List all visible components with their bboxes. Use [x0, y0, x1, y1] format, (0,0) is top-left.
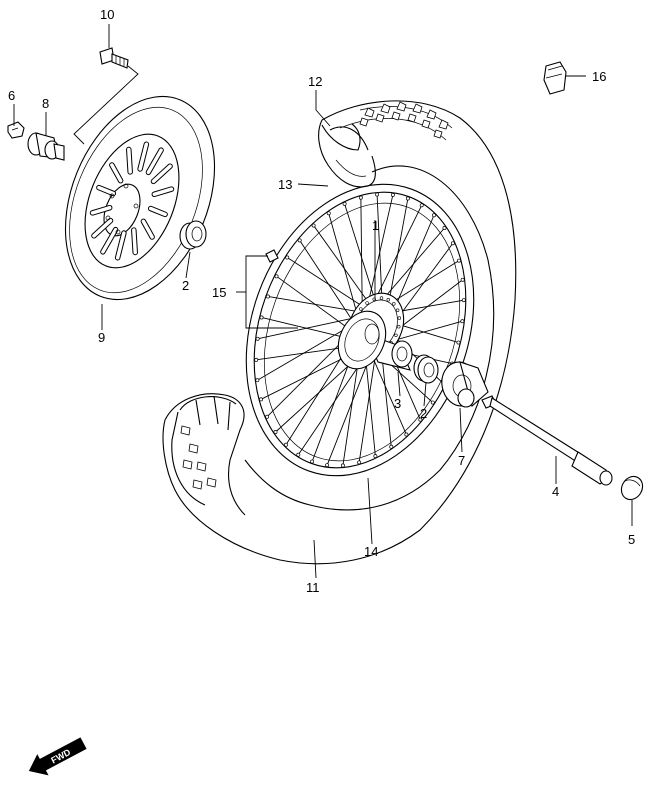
- label-part-7: 7: [458, 453, 465, 468]
- brake-disc: [64, 95, 216, 301]
- label-part-16: 16: [592, 69, 606, 84]
- label-part-6: 6: [8, 88, 15, 103]
- label-part-12: 12: [308, 74, 322, 89]
- label-part-9: 9: [98, 330, 105, 345]
- axle-cap: [620, 475, 644, 501]
- spoke-nipples: [254, 192, 466, 468]
- spacer-left: [179, 220, 207, 250]
- valve-cap: [543, 61, 567, 95]
- fwd-direction-badge: FWD: [28, 737, 87, 776]
- label-part-15: 15: [212, 285, 226, 300]
- tire-tread-top: [359, 101, 449, 139]
- wheel-hub: [337, 292, 413, 371]
- label-part-1: 1: [372, 218, 379, 233]
- arrow-fwd-icon: [28, 737, 87, 776]
- label-part-8: 8: [42, 96, 49, 111]
- tire-tread-bottom: [180, 425, 217, 490]
- label-part-4: 4: [552, 484, 559, 499]
- leader-lines: [13, 24, 633, 579]
- label-part-2-right: 2: [420, 406, 427, 421]
- label-part-2-left: 2: [182, 278, 189, 293]
- collar-7: [441, 361, 489, 408]
- label-part-14: 14: [364, 544, 378, 559]
- label-part-11: 11: [306, 580, 320, 595]
- brake-disc-slots: [89, 141, 175, 261]
- collar-8: [27, 132, 65, 161]
- label-part-3: 3: [394, 396, 401, 411]
- label-part-5: 5: [628, 532, 635, 547]
- label-part-10: 10: [100, 7, 114, 22]
- part-labels: 10 6 8 2 9 12 13 1 15 3 2 7 4 5 16 14 11: [8, 7, 635, 595]
- spacer-right: [413, 354, 439, 384]
- spoke-nipple-part: [265, 249, 279, 263]
- disc-bolt: [99, 47, 129, 69]
- tire: [162, 100, 517, 565]
- front-axle: [481, 395, 613, 486]
- washer-6: [7, 121, 25, 139]
- label-part-13: 13: [278, 177, 292, 192]
